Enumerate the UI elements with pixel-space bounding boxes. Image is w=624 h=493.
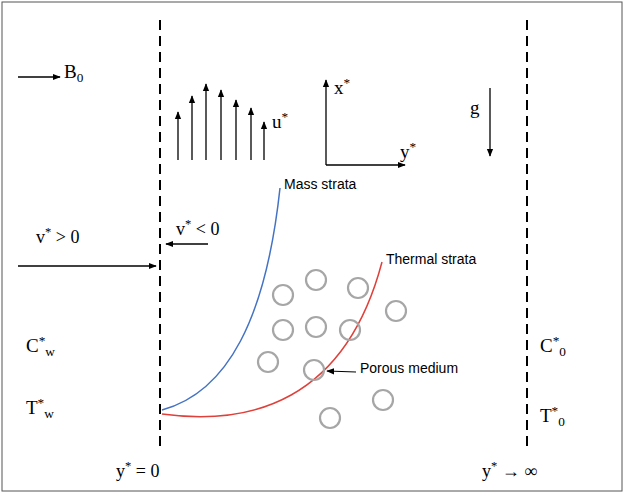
thermal-strata-curve bbox=[162, 262, 382, 417]
y-axis bbox=[326, 164, 405, 165]
curve-label: Thermal strata bbox=[386, 252, 476, 267]
medium-label: Porous medium bbox=[360, 361, 458, 376]
boundary-label: y* → ∞ bbox=[482, 460, 537, 482]
suction-arrow bbox=[166, 243, 208, 244]
field-arrow bbox=[18, 76, 60, 77]
injection-label: v* > 0 bbox=[36, 226, 79, 248]
ambient-concentration: C*0 bbox=[540, 334, 566, 360]
curve-label: Mass strata bbox=[284, 177, 356, 192]
ambient-temperature: T*0 bbox=[540, 404, 565, 430]
axis-label: y* bbox=[400, 140, 416, 163]
porous-leader bbox=[327, 371, 356, 372]
axis-label: x* bbox=[334, 76, 350, 99]
far-field-line bbox=[526, 20, 528, 452]
boundary-label: y* = 0 bbox=[116, 460, 159, 482]
gravity-arrow bbox=[489, 88, 490, 156]
x-axis bbox=[325, 80, 326, 165]
field-label: B0 bbox=[64, 62, 83, 86]
plate-line bbox=[159, 20, 161, 452]
mass-strata-curve bbox=[162, 188, 280, 410]
wall-temperature: T*w bbox=[26, 396, 54, 422]
velocity-label: u* bbox=[272, 110, 288, 133]
porous-particles bbox=[258, 270, 406, 428]
injection-arrow bbox=[18, 265, 156, 266]
gravity-label: g bbox=[470, 98, 480, 119]
velocity-arrows bbox=[178, 84, 264, 160]
wall-concentration: C*w bbox=[26, 334, 55, 360]
suction-label: v* < 0 bbox=[176, 218, 219, 240]
